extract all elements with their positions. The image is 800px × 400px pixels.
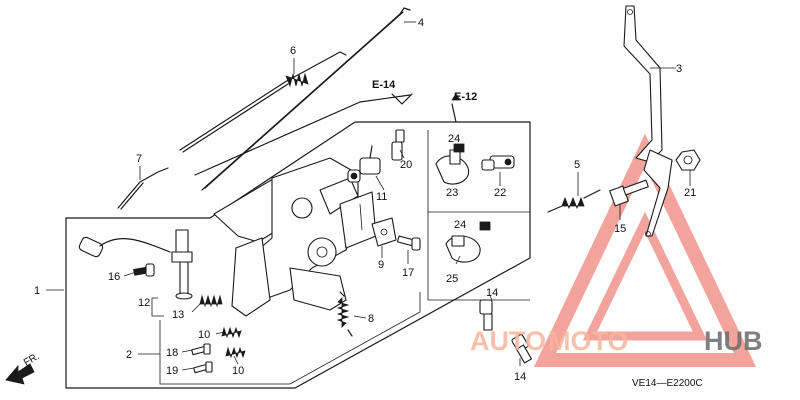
choke-rod (117, 167, 169, 210)
callout-21: 21 (684, 187, 696, 199)
joint-22-icon (481, 155, 515, 171)
callout-9: 9 (378, 259, 384, 271)
watermark-part2: MOTO (548, 326, 629, 356)
callout-15: 15 (614, 223, 626, 235)
screw-16-icon (133, 263, 155, 277)
callout-1: 1 (34, 285, 40, 297)
spring-13-icon (199, 294, 223, 308)
bolt-15-icon (609, 179, 649, 207)
callout-7: 7 (136, 153, 142, 165)
watermark-part3: HUB (704, 326, 763, 356)
stop-switch-wire (78, 229, 193, 300)
callout-23: 23 (446, 187, 458, 199)
bolt-14b-icon (511, 334, 533, 364)
callout-20: 20 (400, 159, 412, 171)
callout-6: 6 (290, 45, 296, 57)
governor-rod (179, 51, 347, 153)
spring-10a-icon (221, 326, 242, 339)
callout-3: 3 (676, 63, 682, 75)
diagram-code: VE14—E2200C (632, 378, 703, 389)
callout-14b: 14 (514, 371, 526, 383)
callout-10b: 10 (232, 365, 244, 377)
watermark-part1: AUTO (470, 326, 546, 356)
callout-25: 25 (446, 273, 458, 285)
watermark-triangle-icon (533, 133, 757, 367)
assembly-frame (65, 121, 531, 389)
reference-e12: E-12 (454, 91, 477, 103)
joint-11-icon (347, 145, 381, 183)
spring-8-icon (336, 291, 353, 337)
throttle-rod (201, 7, 411, 191)
spring-6-icon (285, 72, 309, 88)
callout-19: 19 (166, 365, 178, 377)
callout-14a: 14 (486, 287, 498, 299)
callout-labels: 1 2 3 4 5 6 7 8 9 10 10 11 12 13 14 14 1… (34, 17, 696, 383)
front-label: FR. (22, 351, 41, 369)
bracket-9-icon (371, 217, 397, 247)
callout-13: 13 (172, 309, 184, 321)
callout-17: 17 (402, 267, 414, 279)
callout-8: 8 (368, 313, 374, 325)
screw-24b-icon (479, 221, 491, 231)
clip-25-icon (445, 235, 481, 263)
callout-16: 16 (108, 271, 120, 283)
clip-23-icon (435, 149, 470, 185)
bolt-17-icon (396, 235, 421, 251)
spring-5-icon (547, 189, 601, 213)
leader-lines (46, 21, 691, 371)
callout-24a: 24 (448, 133, 460, 145)
callout-2: 2 (126, 349, 132, 361)
screw-20-icon (391, 129, 405, 161)
callout-5: 5 (574, 159, 580, 171)
callout-10a: 10 (198, 329, 210, 341)
reference-pointers (391, 93, 461, 123)
reference-e14: E-14 (372, 79, 396, 91)
screw-24a-icon (453, 143, 465, 153)
callout-22: 22 (494, 187, 506, 199)
screw-18-icon (191, 343, 211, 356)
callout-24b: 24 (454, 219, 466, 231)
callout-4: 4 (418, 17, 424, 29)
watermark-text: AUTO MOTO HUB (470, 326, 763, 356)
callout-12: 12 (138, 297, 150, 309)
bolt-14a-icon (479, 299, 493, 331)
nut-21-icon (675, 149, 701, 171)
screw-19-icon (193, 361, 213, 374)
control-lever (623, 5, 673, 237)
front-arrow-icon (5, 363, 35, 385)
link-rod (194, 94, 411, 176)
callout-18: 18 (166, 347, 178, 359)
callout-11: 11 (376, 191, 387, 203)
base-plate (213, 157, 377, 317)
spring-10b-icon (225, 346, 246, 359)
